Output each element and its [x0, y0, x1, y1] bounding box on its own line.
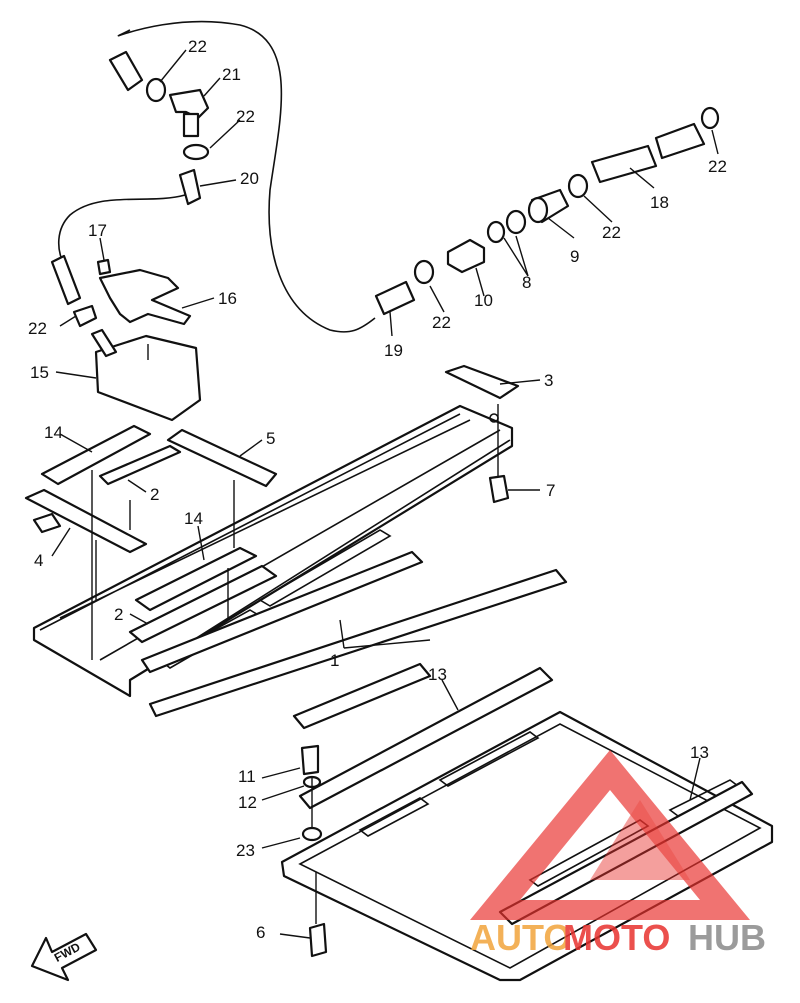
watermark-inner-peak-icon	[590, 800, 690, 880]
fuel-line-long	[117, 20, 376, 333]
hose-segment	[178, 168, 202, 206]
watermark-text-auto: AUTO	[470, 917, 571, 958]
hose-segment	[654, 122, 706, 160]
callout-19: 19	[384, 341, 403, 360]
callout-18: 18	[650, 193, 669, 212]
clamp	[413, 259, 435, 285]
callout-22: 22	[602, 223, 621, 242]
valve-flange	[527, 196, 549, 224]
callout-8: 8	[522, 273, 531, 292]
callout-20: 20	[240, 169, 259, 188]
callout-22: 22	[236, 107, 255, 126]
callout-23: 23	[236, 841, 255, 860]
callout-6: 6	[256, 923, 265, 942]
watermark-mountain-icon	[470, 750, 750, 920]
watermark-text-moto: MOTO	[563, 917, 670, 958]
callout-9: 9	[570, 247, 579, 266]
plate	[444, 364, 520, 400]
bolt	[300, 744, 320, 776]
hose-segment	[108, 50, 144, 92]
strap	[98, 444, 182, 486]
callout-2: 2	[150, 485, 159, 504]
callout-10: 10	[474, 291, 493, 310]
screw	[96, 258, 112, 276]
washer	[486, 220, 506, 244]
callout-13: 13	[428, 665, 447, 684]
washer	[505, 209, 527, 235]
callout-2: 2	[114, 605, 123, 624]
strip	[292, 662, 432, 730]
bolt	[488, 474, 510, 504]
watermark-logo: AUTO MOTO HUB	[470, 750, 766, 958]
base-plate-slot	[358, 731, 540, 837]
shutoff-valve	[446, 238, 486, 274]
strap	[166, 428, 278, 488]
callout-1: 1	[330, 651, 339, 670]
base-plate-inner	[298, 723, 762, 969]
callout-7: 7	[546, 481, 555, 500]
bolt	[308, 922, 328, 958]
callout-4: 4	[34, 551, 43, 570]
callout-13: 13	[690, 743, 709, 762]
callout-17: 17	[88, 221, 107, 240]
watermark-text-hub: HUB	[688, 917, 766, 958]
seat-frame-slot	[258, 529, 392, 607]
callout-22: 22	[28, 319, 47, 338]
callout-12: 12	[238, 793, 257, 812]
callout-22: 22	[708, 157, 727, 176]
callout-14: 14	[184, 509, 203, 528]
callout-22: 22	[432, 313, 451, 332]
callout-16: 16	[218, 289, 237, 308]
clamp	[567, 173, 589, 199]
clamp	[700, 106, 720, 130]
seat-frame-rail	[39, 413, 511, 681]
callout-14: 14	[44, 423, 63, 442]
fwd-arrow-icon: FWD	[30, 932, 98, 982]
hose-segment	[590, 144, 658, 184]
callout-11: 11	[238, 767, 256, 786]
washer	[301, 826, 323, 842]
hose-segment	[50, 254, 82, 306]
leader-lines	[51, 49, 719, 939]
bracket	[98, 268, 192, 326]
callout-15: 15	[30, 363, 49, 382]
strip	[148, 568, 568, 718]
strap-piece	[32, 512, 62, 534]
fuel-line-to-tank	[58, 194, 186, 261]
assembly-guide-lines	[91, 470, 235, 660]
fitting-stem	[182, 112, 200, 138]
callout-5: 5	[266, 429, 275, 448]
strap	[128, 564, 278, 644]
strap-slotted	[298, 666, 554, 810]
tank-neck	[90, 328, 118, 358]
callout-3: 3	[544, 371, 553, 390]
strap	[40, 424, 152, 486]
strap	[24, 488, 148, 554]
clamp	[182, 143, 210, 161]
clamp	[145, 77, 167, 103]
strip	[140, 550, 424, 674]
hose-segment	[374, 280, 416, 316]
tank	[94, 334, 202, 422]
clamp-small	[72, 304, 98, 328]
strap	[134, 546, 258, 612]
callout-22: 22	[188, 37, 207, 56]
callout-21: 21	[222, 65, 241, 84]
